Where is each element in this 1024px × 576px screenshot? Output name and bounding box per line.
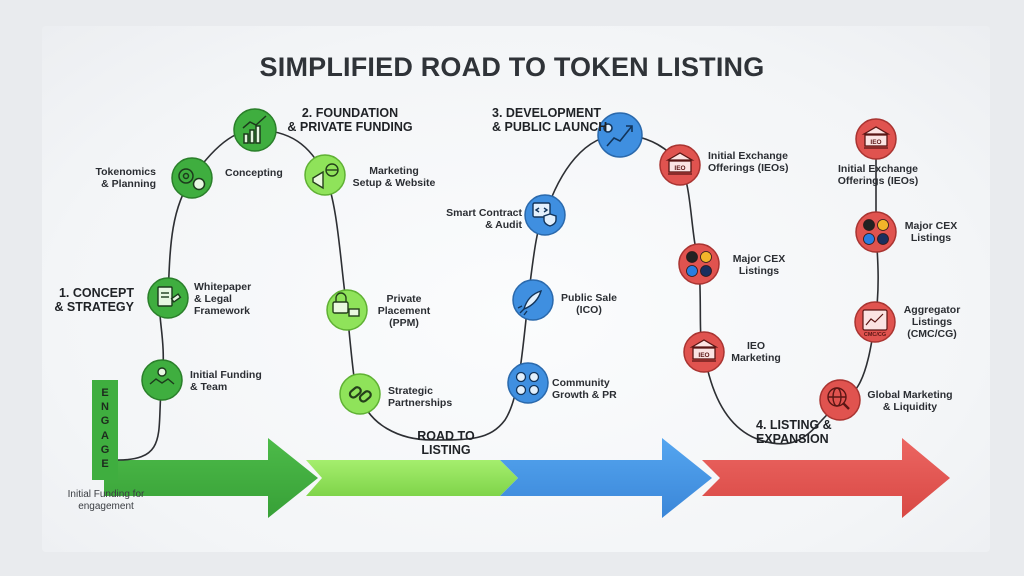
growth-arrow-icon <box>603 123 633 147</box>
step-nodes: IEO IEO <box>141 108 897 421</box>
megaphone-globe-icon <box>312 163 339 190</box>
step-ieo-marketing: IEO Marketing <box>731 340 781 364</box>
node-development <box>597 112 643 158</box>
engage-letter: E <box>101 458 109 471</box>
node-smart-contract <box>524 194 566 236</box>
chart-growth-icon <box>242 115 267 144</box>
engage-bar <box>92 380 118 480</box>
engage-caption: Initial Funding for engagement <box>67 489 145 512</box>
node-community <box>507 362 549 404</box>
arrow-green <box>104 438 318 518</box>
node-aggregator: CMC/CG <box>854 301 896 343</box>
step-cex-1: Major CEX Listings <box>732 253 786 277</box>
road-to-listing-label: ROAD TO LISTING <box>417 429 475 457</box>
node-ieo-2: IEO <box>855 118 897 160</box>
ieo-text-3: IEO <box>870 139 881 146</box>
engage-letter: N <box>101 401 109 414</box>
node-public-sale <box>512 279 554 321</box>
node-private-placement <box>326 289 368 331</box>
step-tokenomics: Tokenomics & Planning <box>95 166 157 190</box>
exchange-logos-icon <box>686 251 712 277</box>
exchange-logos-icon <box>863 219 889 245</box>
social-icons <box>515 371 540 396</box>
phase-concept-label: 1. CONCEPT & STRATEGY <box>54 286 134 314</box>
step-aggregator: Aggregator Listings (CMC/CG) <box>903 304 961 340</box>
step-initial-funding: Initial Funding & Team <box>190 369 262 393</box>
code-shield-icon <box>532 202 557 227</box>
phase-development-label: 3. DEVELOPMENT & PUBLIC LAUNCH <box>492 106 608 134</box>
step-public-sale: Public Sale (ICO) <box>560 292 618 316</box>
step-cex-2: Major CEX Listings <box>904 220 958 244</box>
step-concepting: Concepting <box>225 167 283 179</box>
page-title: SIMPLIFIED ROAD TO TOKEN LISTING <box>259 52 765 82</box>
node-whitepaper <box>147 277 189 319</box>
gears-coin-icon <box>178 168 206 191</box>
node-cex-2 <box>855 211 897 253</box>
node-ieo-marketing: IEO <box>683 331 725 373</box>
rocket-icon <box>517 289 543 316</box>
phase-listing-label: 4. LISTING & EXPANSION <box>756 418 832 446</box>
cmc-text: CMC/CG <box>864 332 886 338</box>
engage-letter: A <box>101 429 109 442</box>
node-global-marketing <box>819 379 861 421</box>
aggregator-chart-icon <box>862 309 888 331</box>
road-arrows <box>104 438 950 518</box>
bank-icon <box>689 339 719 362</box>
engage-letter: E <box>101 387 109 399</box>
engage-letter: G <box>100 415 110 428</box>
phase-foundation-label: 2. FOUNDATION & PRIVATE FUNDING <box>287 106 413 134</box>
step-strategic: Strategic Partnerships <box>388 385 453 409</box>
engage-letter: G <box>100 443 110 456</box>
arrow-blue <box>500 438 712 518</box>
node-strategic <box>339 373 381 415</box>
ieo-text-2: IEO <box>698 352 709 359</box>
arrow-red <box>702 438 950 518</box>
handshake-money-icon <box>149 367 175 385</box>
bank-icon <box>861 126 891 149</box>
node-cex-1 <box>678 243 720 285</box>
lock-cash-icon <box>332 292 360 317</box>
node-ieo-1: IEO <box>659 144 701 186</box>
step-smart-contract: Smart Contract & Audit <box>446 207 522 231</box>
node-concepting <box>233 108 277 152</box>
step-ieo-2: Initial Exchange Offerings (IEOs) <box>837 163 919 187</box>
node-marketing-setup <box>304 154 346 196</box>
node-tokenomics <box>171 157 213 199</box>
step-global-marketing: Global Marketing & Liquidity <box>867 389 953 413</box>
node-initial-funding <box>141 359 183 401</box>
step-whitepaper: Whitepaper & Legal Framework <box>194 281 252 317</box>
step-ieo-1: Initial Exchange Offerings (IEOs) <box>708 150 789 174</box>
arrow-light-green <box>306 460 518 496</box>
engage-letters: E N G A G E <box>92 386 118 471</box>
step-private-placement: Private Placement (PPM) <box>377 293 431 329</box>
document-gavel-icon <box>157 286 182 307</box>
chain-link-icon <box>348 386 372 403</box>
globe-search-icon <box>827 387 850 410</box>
bank-icon <box>665 152 695 175</box>
step-marketing-setup: Marketing Setup & Website <box>352 165 436 189</box>
step-community: Community Growth & PR <box>552 377 617 401</box>
ieo-text-1: IEO <box>674 165 685 172</box>
